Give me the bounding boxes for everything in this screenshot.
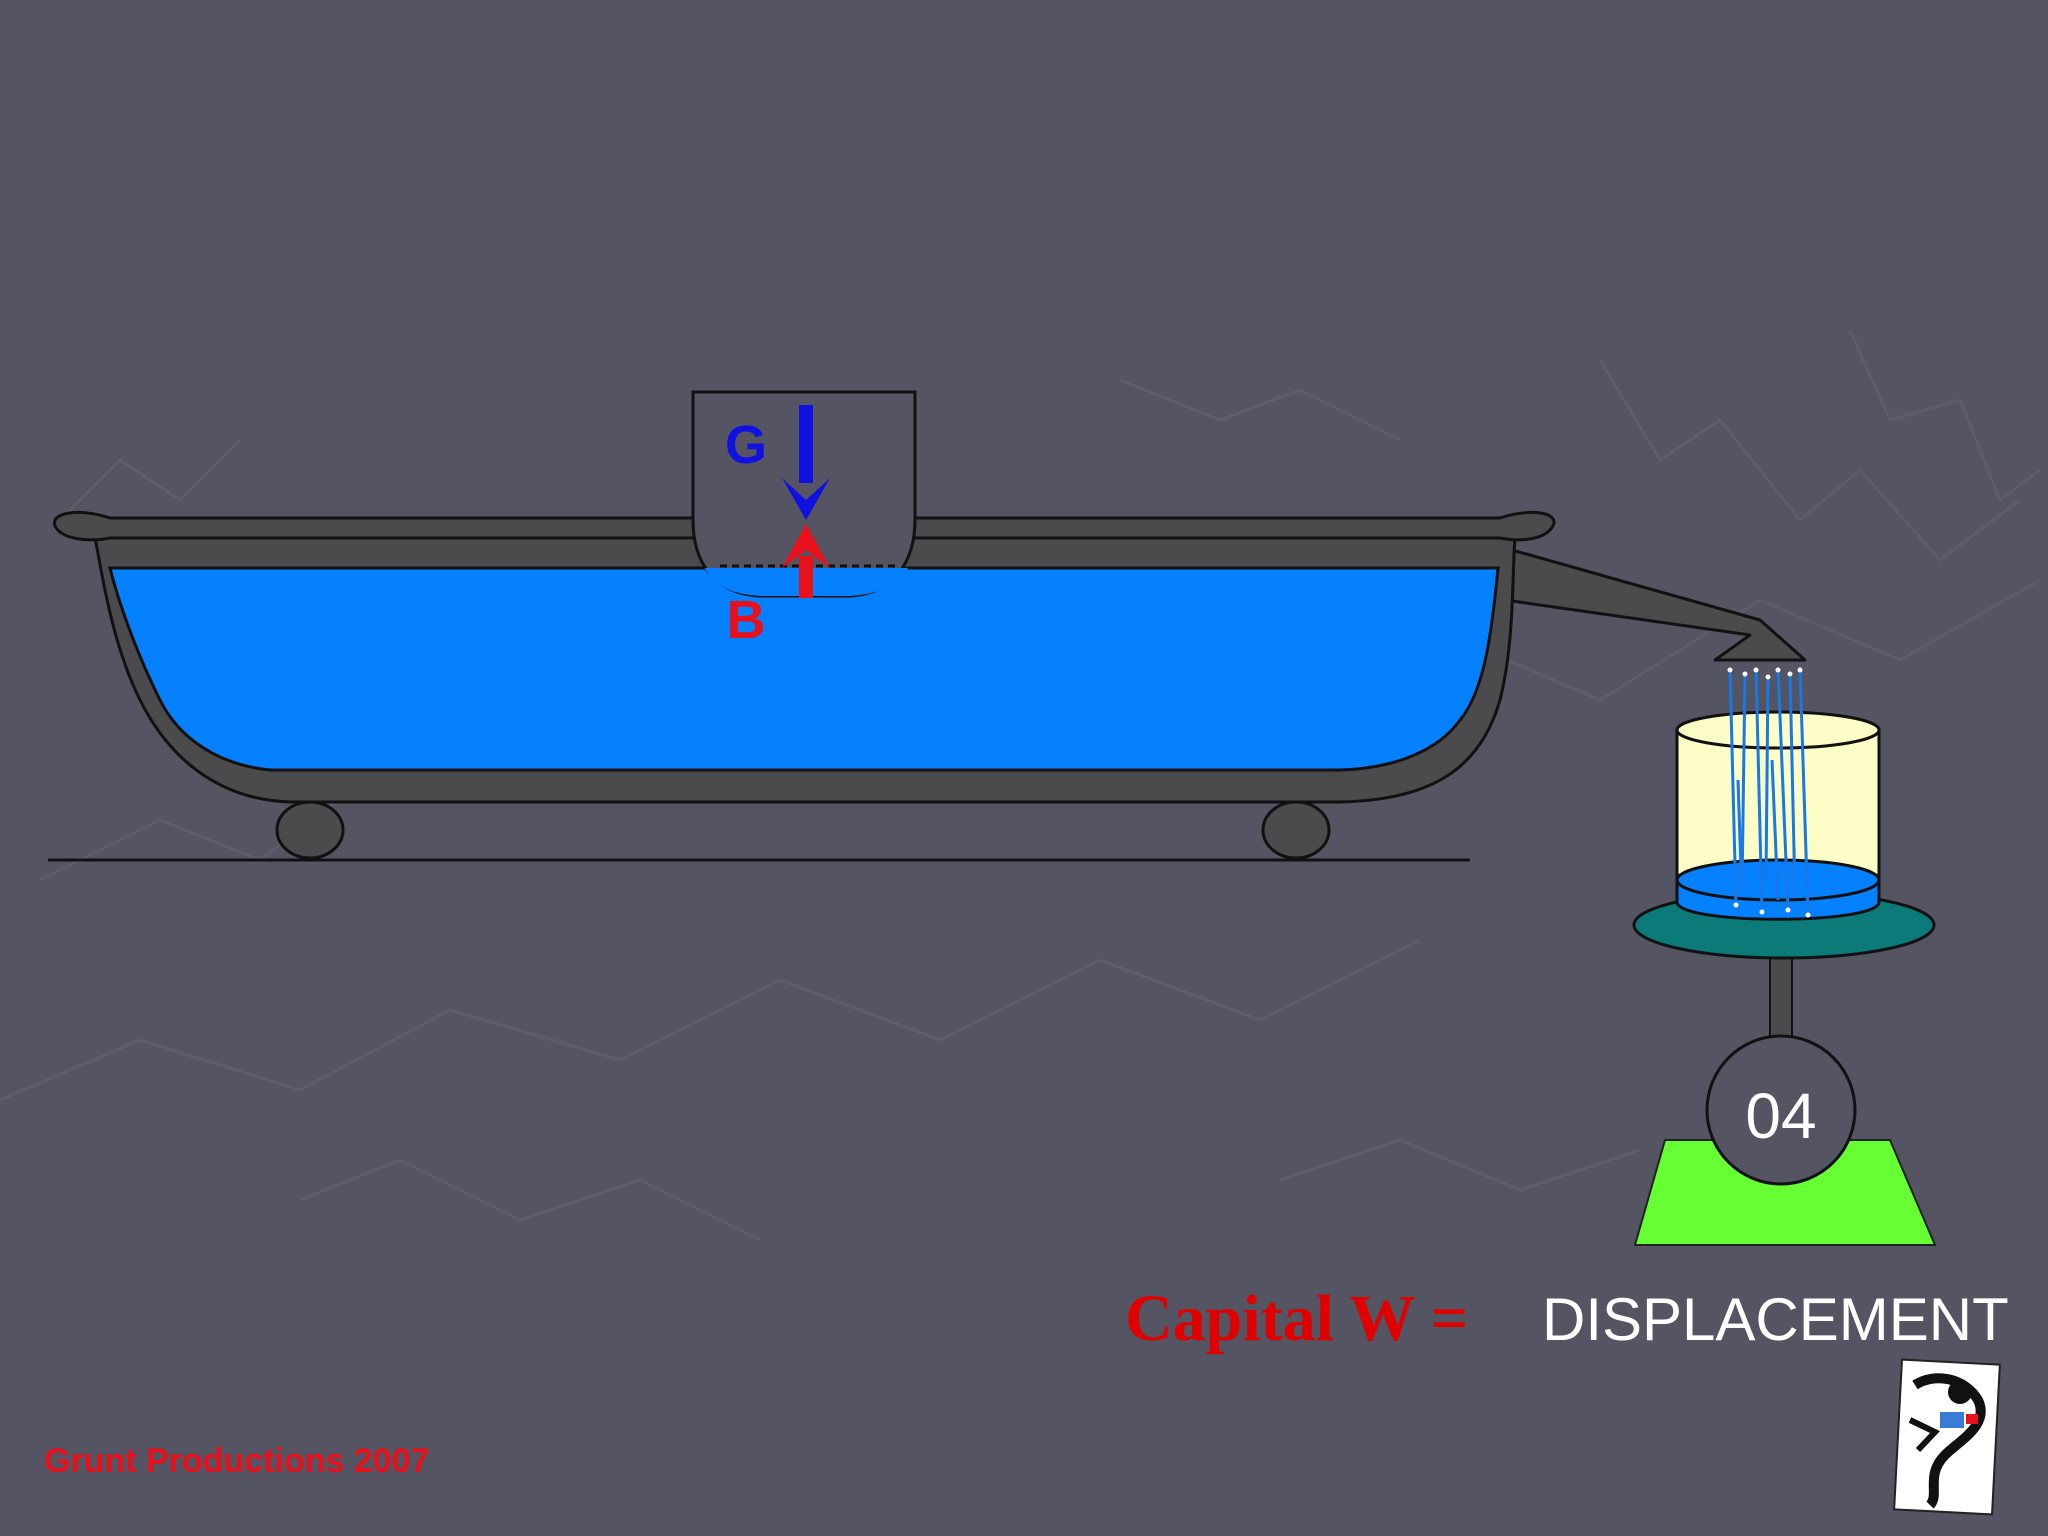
- overflow-spout: [1503, 546, 1807, 662]
- buoyancy-arrow-shaft: [799, 556, 813, 598]
- tub-foot-left: [275, 800, 345, 860]
- gravity-arrow-shaft: [799, 405, 813, 483]
- water-streams: [1728, 667, 1810, 916]
- tub-water: [108, 566, 1500, 772]
- formula-result: DISPLACEMENT: [1542, 1286, 2009, 1353]
- buoyancy-arrow-head: [782, 524, 830, 568]
- buoyancy-label: B: [727, 590, 766, 650]
- scale-post: [1769, 957, 1793, 1039]
- scale-dial: [1705, 1034, 1857, 1186]
- scale-reading: 04: [1745, 1080, 1816, 1152]
- gravity-arrow-head: [782, 478, 830, 520]
- formula-prefix: Capital W =: [1125, 1282, 1468, 1355]
- gravity-label: G: [725, 415, 767, 475]
- tub-foot-right: [1261, 800, 1331, 860]
- credit-text: Grunt Productions 2007: [44, 1442, 429, 1480]
- grunt-productions-logo: [1893, 1358, 2001, 1516]
- water-droplets: [1727, 667, 1811, 918]
